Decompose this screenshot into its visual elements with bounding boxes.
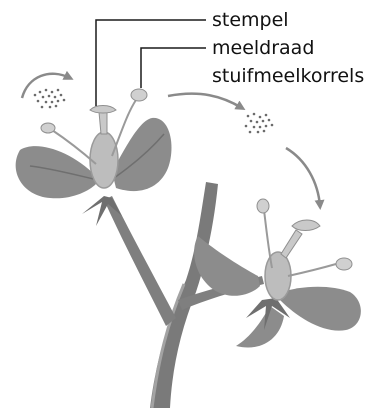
pollen-transfer-arrow-left bbox=[22, 74, 70, 98]
anther-upper bbox=[131, 89, 147, 101]
flower-upper bbox=[16, 89, 172, 226]
ovary bbox=[90, 132, 118, 188]
pollen-grains-left bbox=[34, 89, 66, 109]
pistil bbox=[99, 112, 107, 134]
label-stamp: stempel bbox=[212, 9, 289, 31]
pollen-grains-right bbox=[245, 113, 274, 134]
pollen-transfer-arrow-right bbox=[168, 94, 242, 108]
pollen-transfer-arrow-down bbox=[286, 148, 320, 206]
petal-right bbox=[112, 118, 171, 191]
flower-lower bbox=[194, 199, 361, 348]
leader-line-stamen bbox=[141, 48, 206, 88]
label-pollen: stuifmeelkorrels bbox=[212, 65, 364, 87]
label-stamen: meeldraad bbox=[212, 37, 314, 59]
